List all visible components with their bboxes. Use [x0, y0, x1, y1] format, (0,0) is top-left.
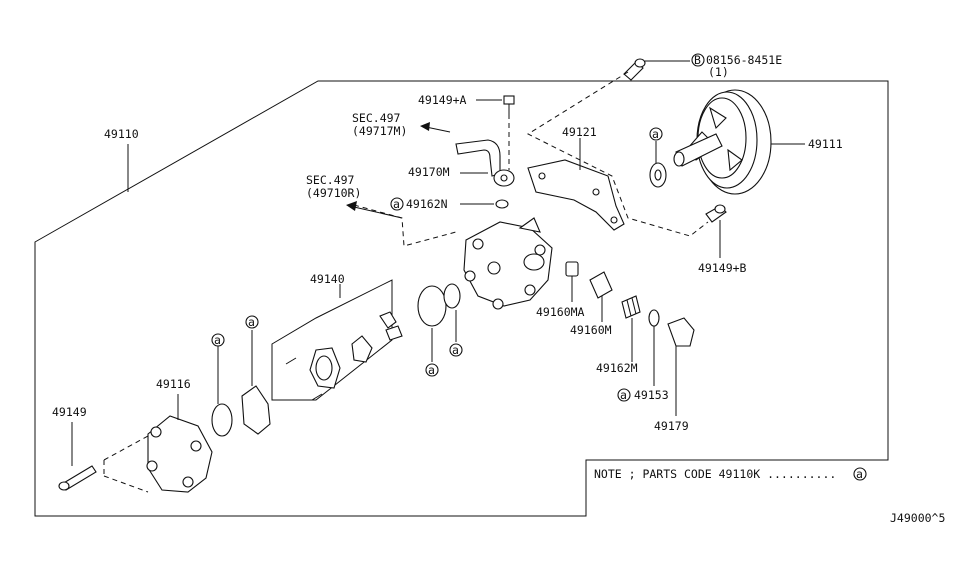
label-sec497-1-sub: (49717M): [352, 124, 407, 138]
circle-a-note: a: [856, 467, 863, 481]
label-49110: 49110: [104, 127, 139, 141]
label-sec497-2: SEC.497: [306, 173, 355, 187]
oring-49162n: [495, 199, 509, 209]
diagram-code: J49000^5: [890, 511, 945, 525]
circle-a-49153: a: [620, 388, 627, 402]
bracket-49121: [527, 138, 625, 231]
circle-a-washer: a: [652, 127, 659, 141]
plug-49179: [667, 317, 695, 416]
circle-a-gasket: a: [248, 315, 255, 329]
label-49140: 49140: [310, 272, 345, 286]
circle-a-seal: a: [214, 333, 221, 347]
hose-49170m: [455, 139, 515, 187]
label-sec497-1: SEC.497: [352, 111, 401, 125]
circle-a-49162n: a: [393, 197, 400, 211]
label-49149: 49149: [52, 405, 87, 419]
label-49179: 49179: [654, 419, 689, 433]
label-49153: 49153: [634, 388, 669, 402]
note-text: NOTE ; PARTS CODE 49110K ..........: [594, 467, 836, 481]
label-49111: 49111: [808, 137, 843, 151]
label-49160ma: 49160MA: [536, 305, 585, 319]
spring-49162m: [621, 295, 641, 362]
circle-b: B: [694, 53, 701, 67]
gasket: [241, 385, 271, 435]
label-49160m: 49160M: [570, 323, 612, 337]
label-49149a: 49149+A: [418, 93, 467, 107]
label-49162n: 49162N: [406, 197, 448, 211]
bolt-08156-8451e: [623, 58, 690, 81]
label-49149b: 49149+B: [698, 261, 747, 275]
cover-49116: [146, 394, 213, 493]
circle-a-oring1: a: [428, 363, 435, 377]
label-bolt-qty: (1): [708, 65, 729, 79]
label-49162m: 49162M: [596, 361, 638, 375]
valve-49160m: [589, 271, 613, 322]
pulley-49111: [673, 89, 805, 195]
oring-small: [443, 283, 461, 309]
washer-a: [649, 141, 667, 188]
label-49116: 49116: [156, 377, 191, 391]
label-bolt-ref: 08156-8451E: [706, 53, 782, 67]
bolt-49149a: [476, 95, 515, 114]
bolt-49149b: [705, 204, 727, 258]
label-49170m: 49170M: [408, 165, 450, 179]
cartridge-49140: [271, 279, 403, 401]
oring-large: [417, 285, 447, 327]
label-49121: 49121: [562, 125, 597, 139]
bolt-49149: [58, 422, 97, 491]
circle-a-oring2: a: [452, 343, 459, 357]
label-sec497-2-sub: (49710R): [306, 186, 361, 200]
seal-ring: [211, 403, 233, 437]
oring-49153: [648, 309, 660, 327]
pump-body: [463, 217, 553, 310]
connector-49160ma: [565, 261, 579, 302]
